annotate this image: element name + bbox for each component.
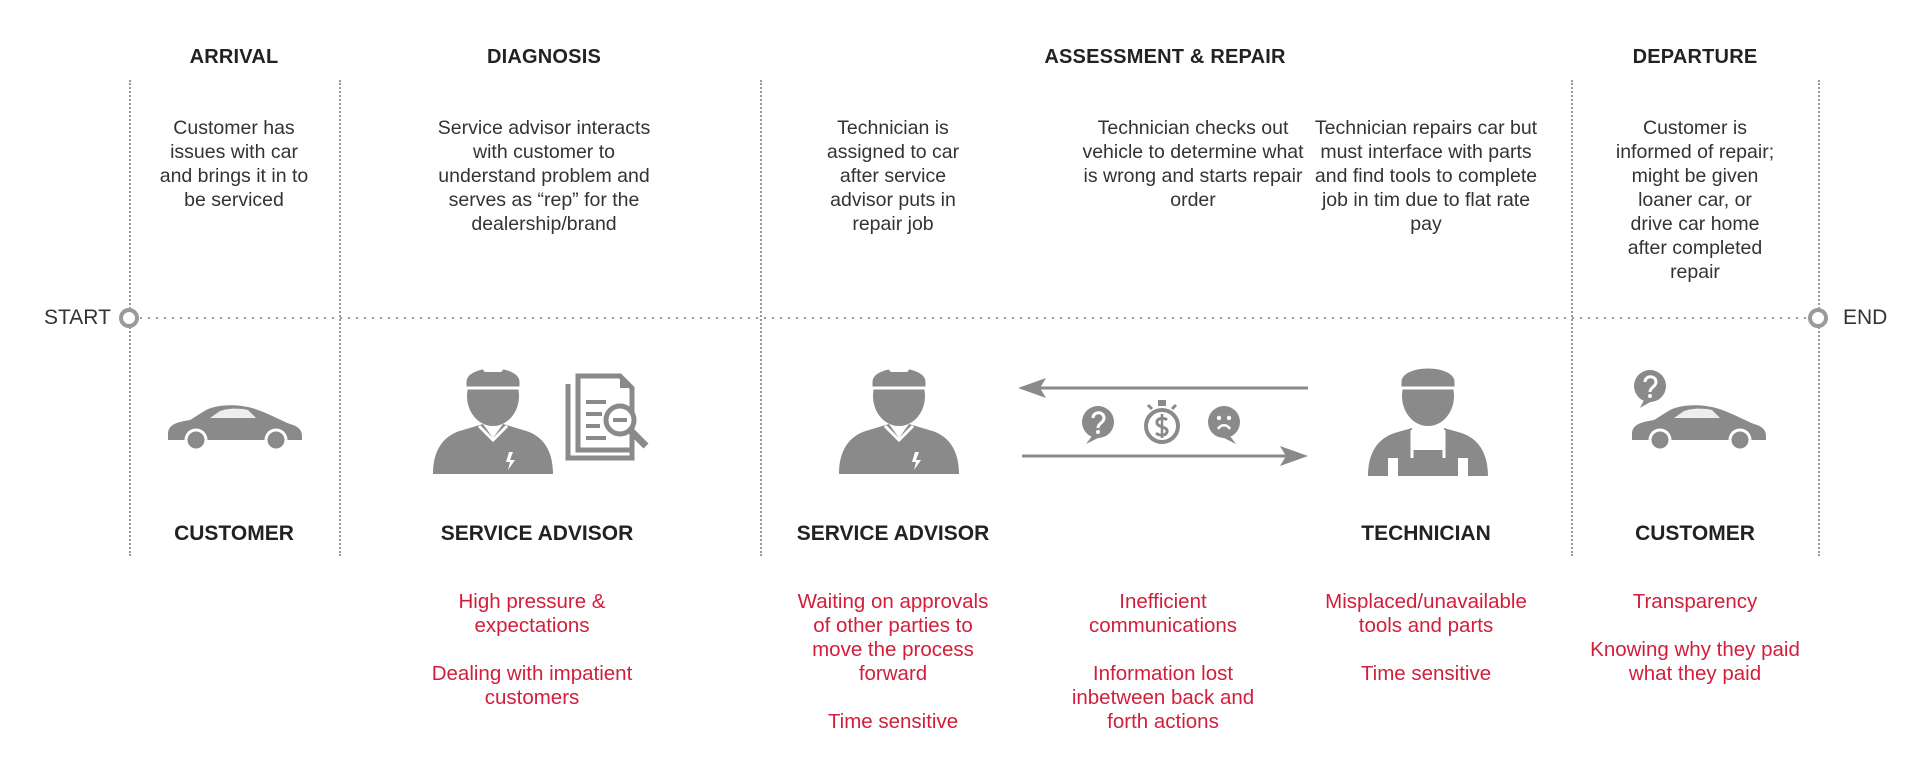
pain-point: Waiting on approvals of other parties to… [797,590,989,685]
service-advisor-icon [431,364,555,476]
technician-icon [1368,365,1488,476]
phase-departure: DEPARTURE [1632,46,1758,68]
car-icon [166,403,304,452]
step-description-diagnosis: Service advisor interacts with customer … [437,117,651,235]
pain-points-communication: Inefficient communications Information l… [1058,590,1268,734]
pain-point: Time sensitive [1360,662,1492,685]
role-service-advisor-assessment: SERVICE ADVISOR [796,522,990,545]
pain-point: Transparency [1632,590,1758,613]
pain-point: High pressure & expectations [458,590,606,637]
phase-arrival: ARRIVAL [189,46,279,68]
pain-point: Misplaced/unavailable tools and parts [1325,590,1527,637]
question-icon [1082,406,1114,444]
pain-points-technician: Misplaced/unavailable tools and parts Ti… [1311,590,1541,686]
step-description-repair: Technician repairs car but must interfac… [1314,117,1538,235]
pain-point: Inefficient communications [1088,590,1238,637]
pain-point: Information lost inbetween back and fort… [1071,662,1255,733]
arrow-left-icon [1018,378,1308,398]
role-service-advisor-diagnosis: SERVICE ADVISOR [440,522,634,545]
document-magnifier-icon [565,373,649,461]
step-description-arrival: Customer has issues with car and brings … [159,117,309,211]
step-description-departure: Customer is informed of repair; might be… [1615,117,1775,283]
start-node [119,308,139,328]
phase-assessment-repair: ASSESSMENT & REPAIR [1044,46,1286,68]
step-description-assignment: Technician is assigned to car after serv… [826,117,960,235]
pain-points-diagnosis: High pressure & expectations Dealing wit… [412,590,652,710]
start-label: START [44,306,111,329]
service-advisor-icon [837,364,961,476]
role-customer-departure: CUSTOMER [1635,522,1755,545]
stopwatch-money-icon [1144,400,1180,444]
pain-points-departure: Transparency Knowing why they paid what … [1590,590,1800,686]
step-description-checkout: Technician checks out vehicle to determi… [1082,117,1304,211]
end-label: END [1843,306,1888,329]
pain-points-advisor: Waiting on approvals of other parties to… [788,590,998,734]
end-node [1808,308,1828,328]
pain-point: Dealing with impatient customers [431,662,633,709]
pain-point: Time sensitive [827,710,959,733]
phase-diagnosis: DIAGNOSIS [486,46,602,68]
pain-point: Knowing why they paid what they paid [1590,638,1800,685]
arrow-right-icon [1022,446,1308,466]
frown-icon [1208,406,1240,444]
role-technician: TECHNICIAN [1361,522,1491,545]
role-customer-arrival: CUSTOMER [174,522,294,545]
car-question-icon [1630,370,1768,452]
separator-line [760,80,762,556]
